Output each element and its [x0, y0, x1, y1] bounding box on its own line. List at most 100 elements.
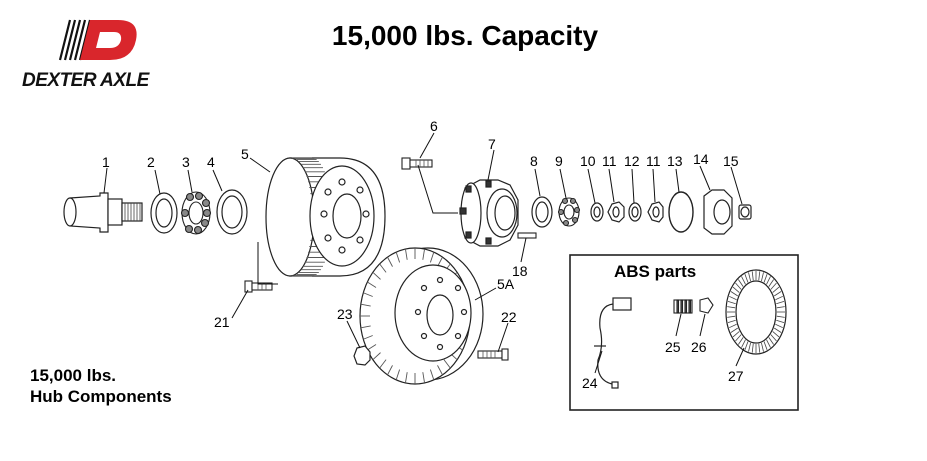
part-label-4: 4	[207, 154, 215, 170]
hatch-line	[405, 248, 408, 260]
hatch-line	[387, 365, 393, 376]
hatch-line	[732, 331, 740, 338]
stud-22-part	[477, 348, 509, 361]
hatch-line	[738, 337, 744, 345]
bearing-cone-part	[180, 191, 212, 235]
part-label-13: 13	[667, 153, 683, 169]
page-title: 15,000 lbs. Capacity	[331, 20, 599, 51]
part-label-6: 6	[430, 118, 438, 134]
hatch-line	[751, 343, 754, 353]
hatch-line	[766, 339, 771, 348]
part-label-2: 2	[147, 154, 155, 170]
hatch-line	[758, 343, 761, 353]
hatch-line	[748, 342, 751, 352]
part-label-23: 23	[337, 306, 353, 322]
hatch-line	[727, 301, 736, 305]
gasket-part	[668, 191, 694, 233]
abs-box-title: ABS parts	[614, 262, 697, 281]
brand-name: DEXTER AXLE	[22, 70, 149, 91]
hatch-line	[776, 315, 785, 318]
bolt-21-part	[244, 280, 273, 293]
dexter-logo	[58, 19, 137, 61]
abs-connector-part	[699, 297, 714, 314]
hatch-line	[761, 272, 764, 282]
hatch-line	[727, 315, 736, 318]
hatch-line	[763, 273, 768, 283]
hatch-line	[727, 319, 736, 323]
part-label-10: 10	[580, 153, 596, 169]
part-label-1: 1	[102, 154, 110, 170]
hatch-line	[730, 291, 739, 297]
hub-cap-part	[703, 189, 733, 235]
outer-race-part	[531, 196, 553, 228]
hatch-line	[732, 286, 740, 293]
hatch-line	[761, 342, 764, 352]
abs-parts-box	[569, 254, 799, 411]
part-label-3: 3	[182, 154, 190, 170]
part-label-11a: 11	[602, 153, 617, 169]
caption-line-2: Hub Components	[30, 387, 172, 406]
hatch-line	[735, 334, 742, 342]
part-label-14: 14	[693, 151, 709, 167]
leader-lines	[103, 132, 743, 353]
hatch-line	[776, 306, 785, 309]
hatch-line	[372, 271, 381, 280]
hatch-line	[405, 372, 408, 384]
hatch-line	[360, 303, 371, 307]
part-label-22: 22	[501, 309, 517, 325]
hatch-line	[773, 327, 782, 333]
brake-drum-part	[265, 157, 386, 277]
hatch-line	[443, 359, 451, 369]
hatch-line	[751, 271, 754, 281]
part-label-27: 27	[728, 368, 744, 384]
hatch-line	[372, 352, 381, 361]
part-label-8: 8	[530, 153, 538, 169]
part-label-24: 24	[582, 375, 598, 391]
washer-part	[590, 202, 604, 222]
hatch-line	[770, 282, 777, 290]
part-label-11b: 11	[646, 153, 661, 169]
hatch-line	[729, 295, 737, 301]
hatch-line	[763, 341, 768, 351]
hatch-line	[727, 306, 736, 309]
part-label-7: 7	[488, 136, 496, 152]
hatch-line	[766, 276, 771, 285]
part-label-5: 5	[241, 146, 249, 162]
hatch-line	[429, 369, 435, 381]
hatch-line	[437, 365, 443, 376]
hatch-line	[395, 369, 401, 381]
hatch-line	[744, 341, 749, 351]
lug-nut-part	[353, 345, 371, 366]
hatch-line	[360, 325, 371, 329]
hatch-line	[735, 282, 742, 290]
hatch-line	[738, 279, 744, 287]
hatch-line	[775, 323, 783, 329]
hatch-line	[367, 281, 377, 288]
part-label-15: 15	[723, 153, 739, 169]
hatch-line	[395, 251, 401, 263]
outer-cone-part	[557, 197, 581, 227]
hatch-line	[730, 327, 739, 333]
hatch-line	[768, 337, 774, 345]
hatch-line	[775, 295, 783, 301]
hatch-line	[422, 248, 425, 260]
caption-line-1: 15,000 lbs.	[30, 366, 117, 385]
hatch-line	[729, 323, 737, 329]
hatch-line	[776, 319, 785, 323]
hatch-line	[744, 273, 749, 283]
plug-part	[738, 204, 752, 220]
hatch-line	[776, 301, 785, 305]
hub-part	[459, 179, 519, 247]
brake-rotor-part	[359, 247, 484, 385]
hatch-line	[768, 279, 774, 287]
hatch-line	[748, 272, 751, 282]
hatch-line	[429, 251, 435, 263]
part-label-26: 26	[691, 339, 707, 355]
lock-ring-part	[628, 202, 642, 222]
part-label-21: 21	[214, 314, 230, 330]
tone-ring-part	[725, 269, 787, 355]
seal-part	[216, 189, 248, 235]
hatch-line	[387, 256, 393, 267]
hatch-line	[770, 334, 777, 342]
